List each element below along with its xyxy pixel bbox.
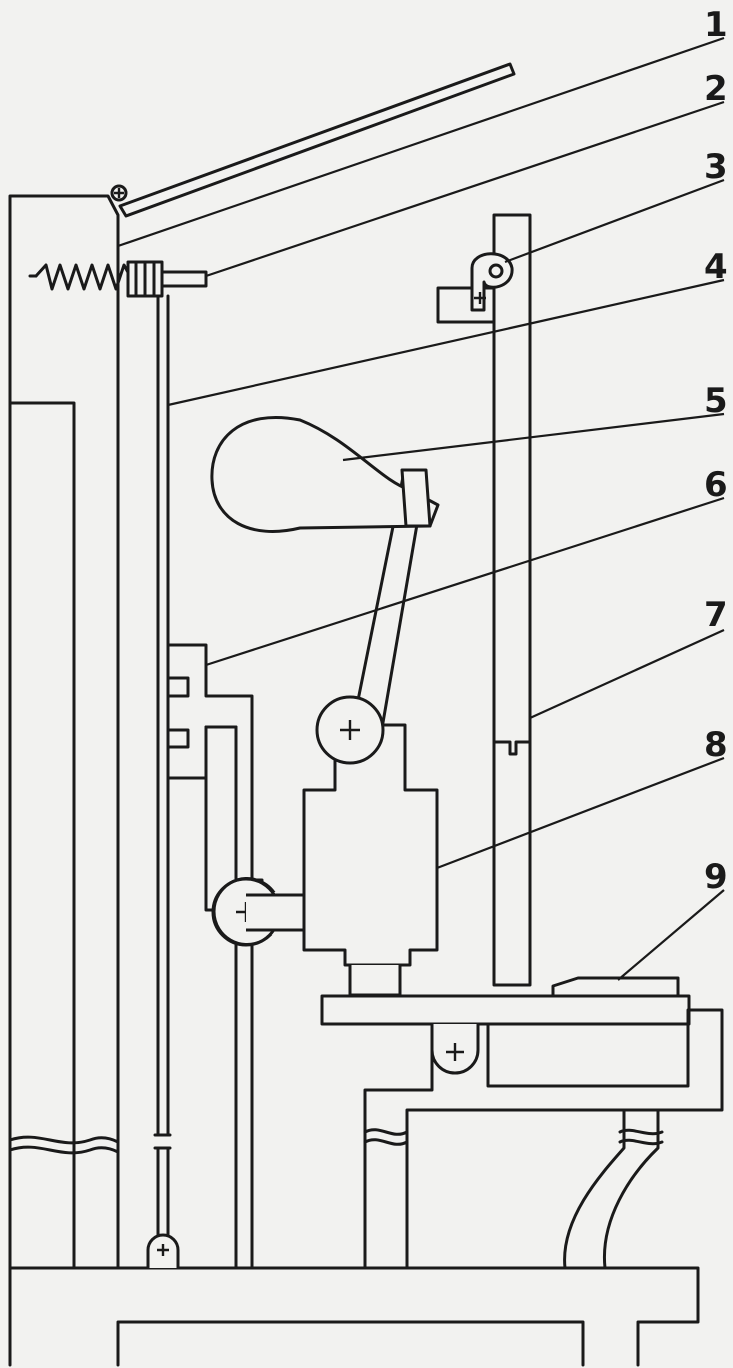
- guide-rod: [160, 270, 208, 288]
- leader-1: [117, 36, 725, 248]
- callout-8: 8: [704, 725, 728, 765]
- pivot-arm: [246, 893, 307, 932]
- base-frame: [8, 1266, 700, 1367]
- break-line-left: [8, 1135, 120, 1145]
- leader-9: [617, 889, 725, 981]
- lid: [118, 62, 516, 218]
- platform: [320, 994, 691, 1026]
- spring: [34, 263, 132, 291]
- callout-6: 6: [704, 465, 728, 505]
- latch-plate: [436, 286, 496, 324]
- leader-5: [342, 412, 725, 462]
- callout-9: 9: [704, 857, 728, 897]
- leader-4: [167, 278, 725, 407]
- lower-link: [204, 725, 264, 912]
- break-line-left-2: [8, 1145, 120, 1155]
- leader-7: [529, 628, 725, 720]
- leader-6: [205, 496, 725, 667]
- rail-notch: [492, 740, 532, 756]
- leader-8: [436, 756, 725, 870]
- drain-pipe: [563, 1108, 660, 1270]
- weight-stem: [348, 965, 402, 997]
- bracket: [166, 643, 254, 1270]
- vertical-rail: [492, 213, 532, 987]
- callout-1: 1: [704, 5, 728, 45]
- knob: [210, 415, 440, 533]
- item-nine: [551, 976, 680, 998]
- knob-shaft: [400, 468, 432, 528]
- callout-7: 7: [704, 595, 728, 635]
- leader-3: [504, 178, 725, 264]
- callout-2: 2: [704, 69, 728, 109]
- inner-panel: [8, 401, 76, 1270]
- support-frame: [363, 1008, 724, 1270]
- weight-block: [302, 723, 439, 967]
- leader-2: [205, 100, 725, 278]
- callout-3: 3: [704, 147, 728, 187]
- callout-5: 5: [704, 381, 728, 421]
- callout-4: 4: [704, 247, 728, 287]
- left-wall: [8, 194, 120, 1270]
